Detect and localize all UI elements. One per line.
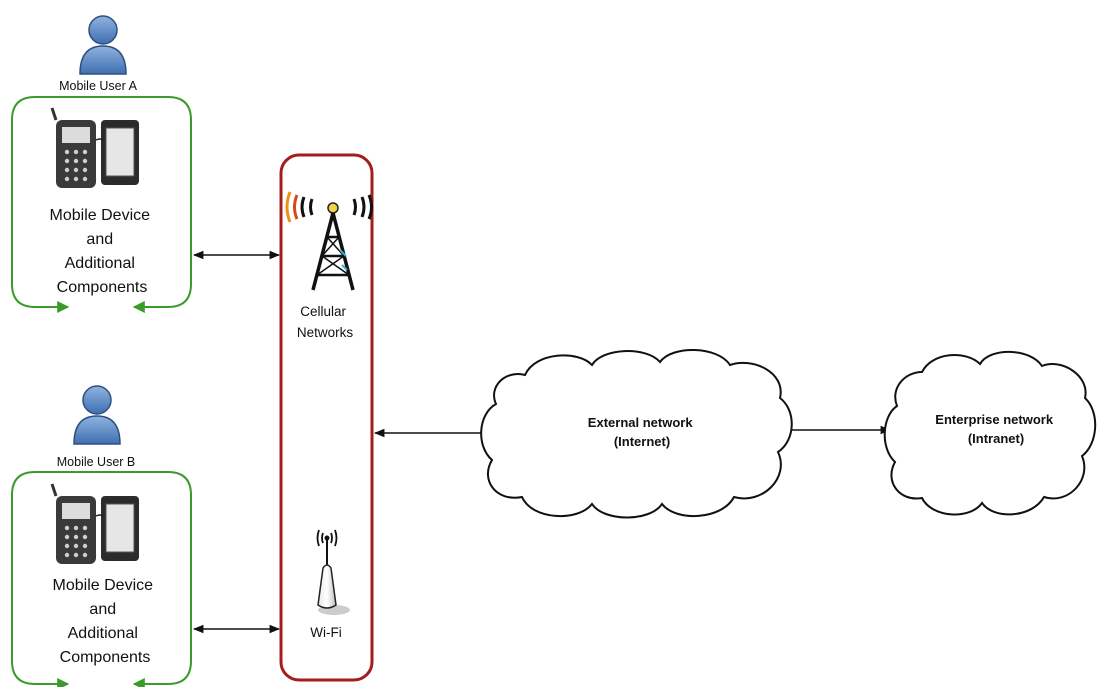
cellular-line-2: Networks [297, 325, 354, 340]
access-networks-box [279, 153, 374, 682]
user-b-label: Mobile User B [57, 455, 136, 469]
device-b-line-4: Components [60, 649, 151, 666]
device-a-line-3: Additional [65, 255, 135, 272]
user-a-label: Mobile User A [59, 79, 137, 93]
wifi-label: Wi-Fi [310, 625, 341, 640]
device-a-line-2: and [86, 231, 113, 248]
user-b-icon [73, 385, 121, 445]
external-line-1: External network [588, 415, 694, 430]
enterprise-network-label: Enterprise network (Intranet) [935, 412, 1056, 446]
enterprise-network-cloud [883, 350, 1097, 516]
devices-a-icon [50, 107, 139, 188]
external-line-2: (Internet) [614, 434, 670, 449]
device-group-a [11, 96, 192, 313]
cell-tower-icon [285, 191, 373, 291]
device-b-line-2: and [89, 601, 116, 618]
device-b-label: Mobile Device and Additional Components [53, 577, 158, 666]
device-a-line-1: Mobile Device [50, 207, 151, 224]
device-b-line-3: Additional [68, 625, 138, 642]
device-a-label: Mobile Device and Additional Components [50, 207, 155, 296]
device-group-b [11, 471, 192, 687]
device-b-line-1: Mobile Device [53, 577, 154, 594]
user-a-icon [79, 15, 127, 75]
external-network-label: External network (Internet) [588, 415, 696, 449]
device-a-line-4: Components [57, 279, 148, 296]
enterprise-line-1: Enterprise network [935, 412, 1054, 427]
devices-b-icon [50, 483, 139, 564]
cellular-label: Cellular Networks [297, 304, 354, 340]
cellular-line-1: Cellular [300, 304, 346, 319]
external-network-cloud [480, 349, 793, 519]
wifi-router-icon [316, 529, 350, 615]
enterprise-line-2: (Intranet) [968, 431, 1024, 446]
